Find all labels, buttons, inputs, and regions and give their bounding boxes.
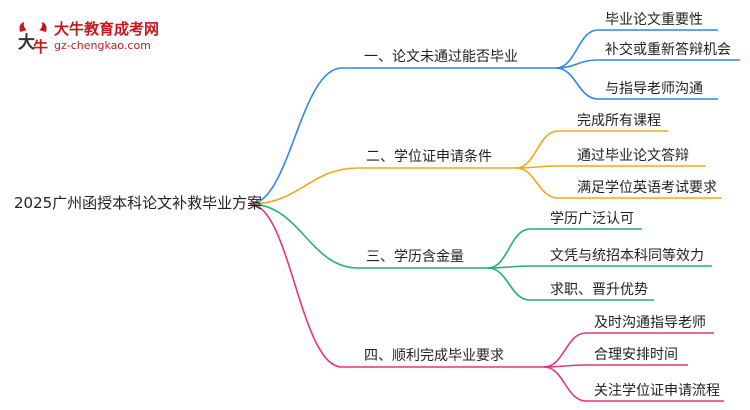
branch-3-child-3: 求职、晋升优势: [550, 282, 648, 298]
branch-2-label: 二、学位证申请条件: [366, 149, 492, 165]
branch-2-child-1: 完成所有课程: [577, 113, 661, 129]
branch-1-child-2: 补交或重新答辩机会: [605, 42, 731, 58]
logo-url: gz-chengkao.com: [54, 39, 151, 52]
branch-1-child-1: 毕业论文重要性: [605, 12, 703, 28]
branch-4-child-1: 及时沟通指导老师: [594, 315, 706, 331]
branch-3-child-2: 文凭与统招本科同等效力: [550, 248, 704, 264]
branch-1-child-3: 与指导老师沟通: [605, 81, 703, 97]
svg-text:牛: 牛: [33, 38, 48, 56]
branch-3-child-1: 学历广泛认可: [550, 211, 634, 227]
branch-4-child-2: 合理安排时间: [594, 347, 678, 363]
branch-1-label: 一、论文未通过能否毕业: [364, 49, 518, 65]
root-topic: 2025广州函授本科论文补救毕业方案: [14, 194, 263, 212]
branch-4-label: 四、顺利完成毕业要求: [364, 348, 504, 364]
branch-3-links: [249, 203, 712, 301]
branch-2-child-3: 满足学位英语考试要求: [577, 180, 717, 196]
branch-3-label: 三、学历含金量: [366, 249, 464, 265]
logo-title: 大牛教育成考网: [54, 20, 160, 38]
branch-4-child-3: 关注学位证申请流程: [594, 383, 720, 399]
branch-2-links: [249, 130, 722, 205]
branch-2-child-2: 通过毕业论文答辩: [577, 148, 689, 164]
site-logo: 大 牛 大牛教育成考网 gz-chengkao.com: [14, 14, 164, 60]
branch-1-links: [249, 29, 740, 205]
svg-text:大: 大: [18, 32, 35, 53]
bull-logo-icon: 大 牛: [18, 22, 48, 56]
branch-4-links: [249, 203, 724, 402]
